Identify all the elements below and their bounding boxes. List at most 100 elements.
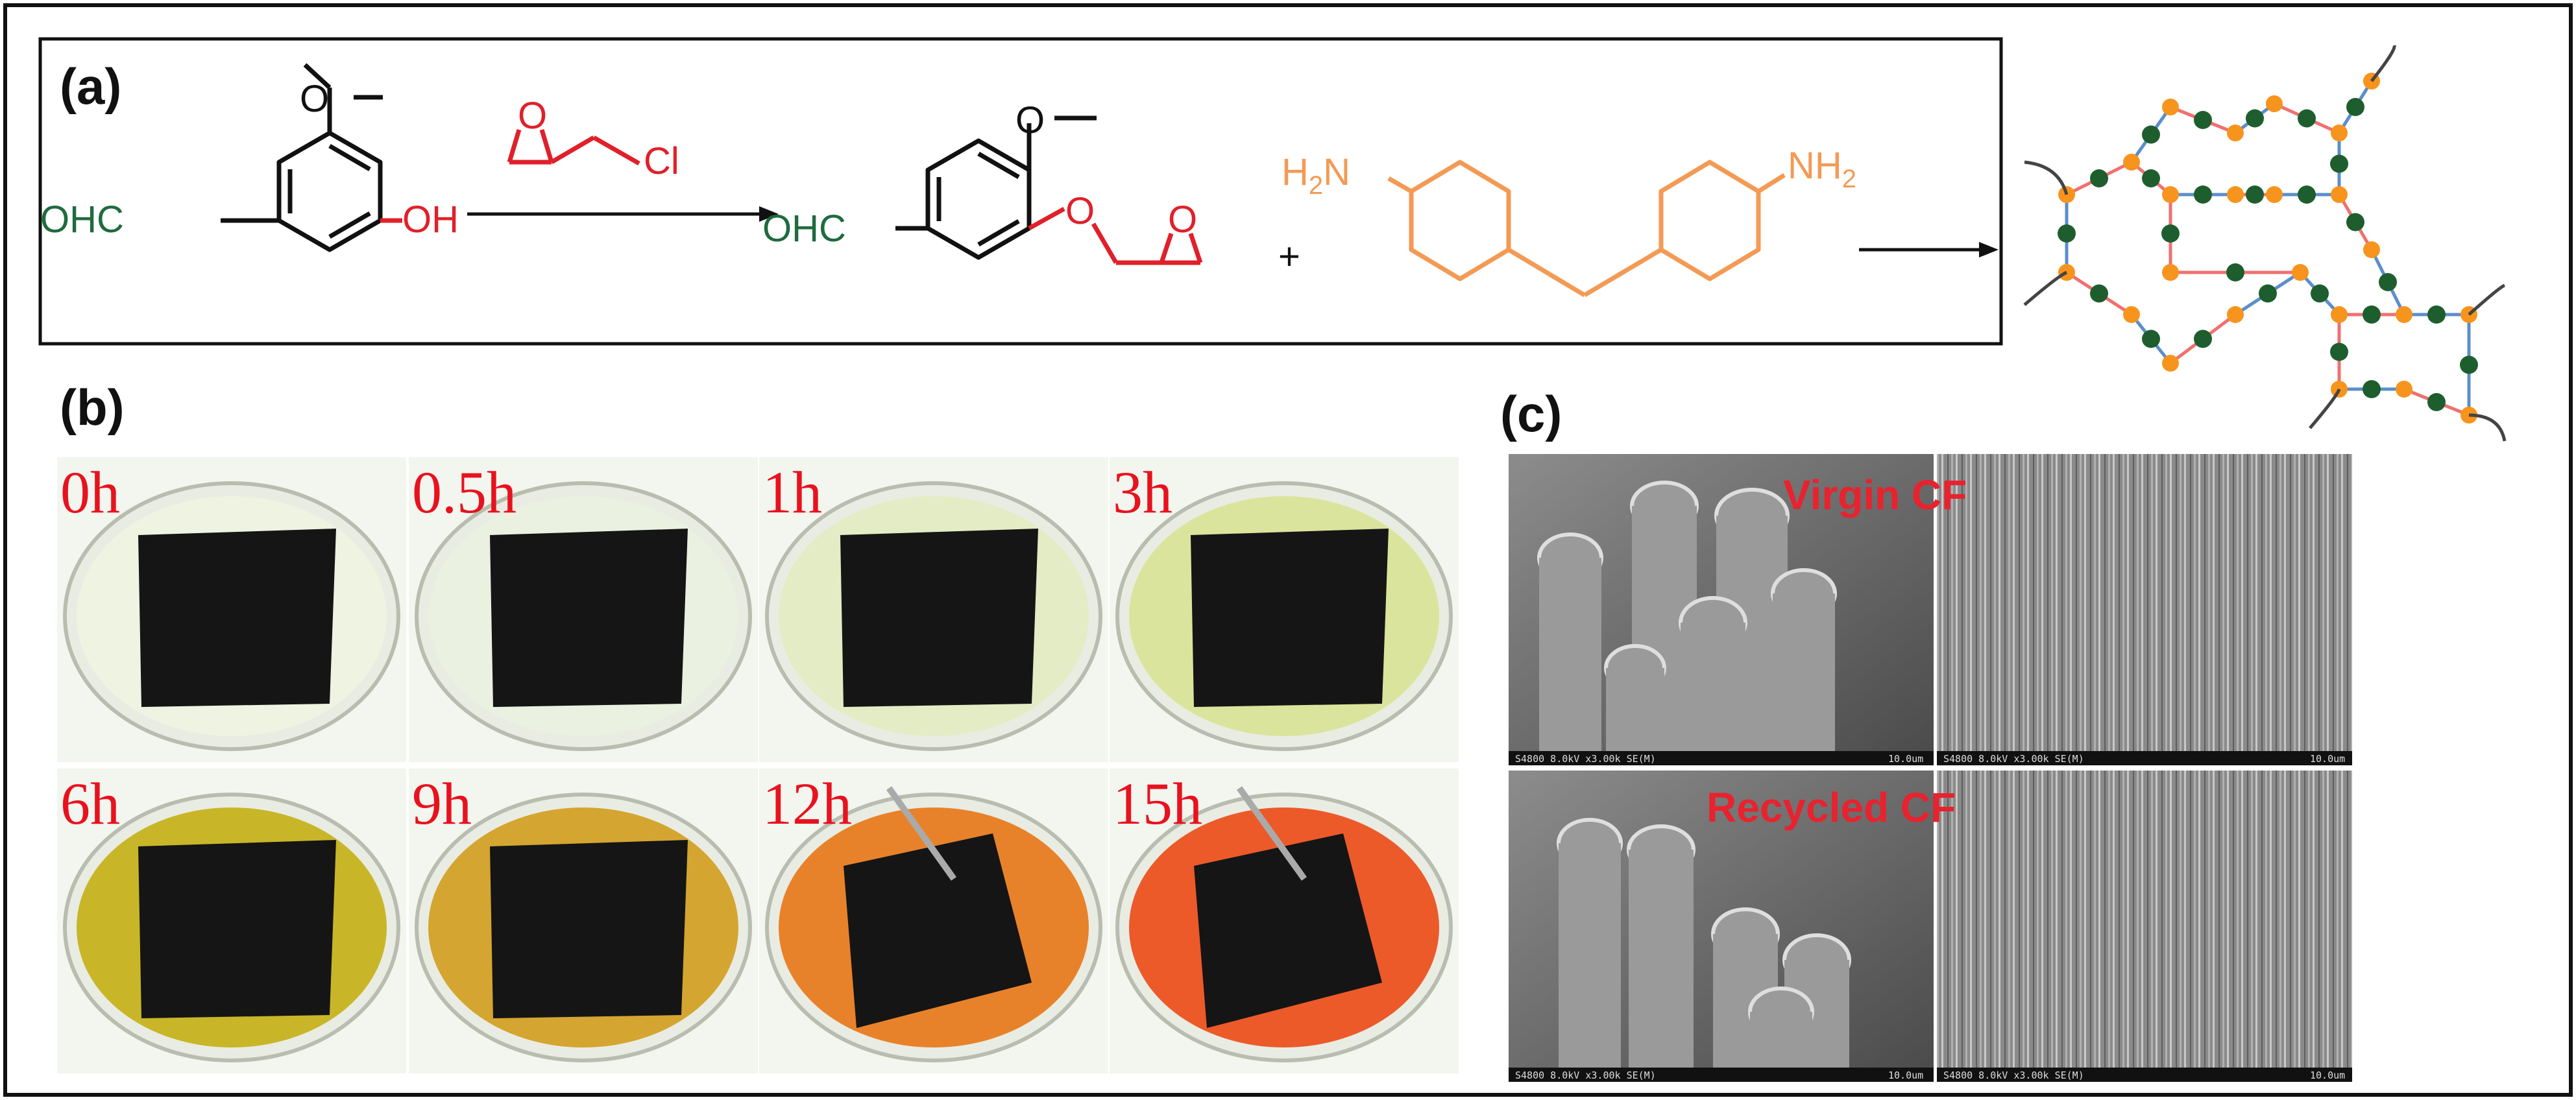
network-orange-node	[2331, 186, 2348, 203]
network-green-node	[2298, 109, 2316, 128]
tweezers	[886, 786, 957, 881]
vanillin-hydroxyl: OH	[402, 198, 459, 241]
network-green-node	[2330, 342, 2348, 361]
network-green-node	[2246, 185, 2264, 204]
sem-virgin-label: Virgin CF	[1783, 472, 1967, 518]
diamine-amine-right: NH2	[1788, 145, 1856, 193]
network-chain-end	[2024, 160, 2069, 195]
network-orange-node	[2162, 355, 2179, 372]
network-orange-node	[2266, 186, 2283, 203]
network-orange-node	[2292, 264, 2309, 281]
time-label: 3h	[1113, 459, 1173, 525]
network-green-node	[2379, 273, 2397, 291]
sem-scale-value-4: 10.0um	[2310, 1070, 2345, 1081]
epichlorohydrin-structure	[507, 128, 640, 166]
network-green-node	[2259, 284, 2277, 303]
network-orange-node	[2396, 381, 2412, 398]
network-chain-end	[2309, 389, 2341, 429]
sem-scale-value-3: 10.0um	[1888, 1070, 1923, 1081]
network-orange-node	[2123, 306, 2140, 323]
sem-scale-value-1: 10.0um	[1888, 753, 1923, 765]
network-green-node	[2058, 224, 2076, 243]
sem-scale-text-2: S4800 8.0kV x3.00k SE(M)	[1943, 753, 2084, 765]
time-label: 1h	[762, 459, 822, 525]
sem-scale-text-1: S4800 8.0kV x3.00k SE(M)	[1515, 753, 1656, 765]
svg-text:O: O	[1015, 99, 1045, 141]
carbon-fiber-sheet	[844, 833, 1032, 1028]
network-green-node	[2090, 284, 2108, 303]
network-chain-end	[2023, 270, 2068, 306]
network-orange-node	[2331, 306, 2348, 323]
network-chain-end	[2370, 45, 2396, 82]
network-orange-node	[2363, 241, 2380, 258]
network-green-node	[2194, 329, 2212, 348]
svg-text:O: O	[518, 95, 547, 137]
sem-recycled-label: Recycled CF	[1707, 784, 1956, 831]
degradation-photo-grid	[57, 457, 1459, 1073]
carbon-fiber-sheet	[1194, 833, 1382, 1028]
network-green-node	[2346, 213, 2364, 232]
network-orange-node	[2227, 186, 2244, 203]
network-green-node	[2194, 185, 2212, 204]
time-label: 0.5h	[412, 459, 516, 525]
plus-sign: +	[1278, 235, 1300, 278]
network-orange-node	[2162, 99, 2179, 115]
network-green-node	[2330, 154, 2348, 173]
carbon-fiber-sheet	[490, 529, 688, 707]
time-label: 15h	[1113, 771, 1202, 837]
sem-scale-text-3: S4800 8.0kV x3.00k SE(M)	[1515, 1070, 1656, 1081]
network-green-node	[2363, 305, 2381, 324]
network-green-node	[2090, 169, 2108, 187]
network-green-node	[2298, 185, 2316, 204]
panel-label-b: (b)	[60, 379, 125, 436]
carbon-fiber-sheet	[138, 840, 336, 1018]
carbon-fiber-sheet	[840, 529, 1038, 707]
time-label: 0h	[60, 459, 120, 525]
network-green-node	[2142, 169, 2160, 187]
network-chain-end	[2468, 413, 2507, 442]
diamine-structure	[1387, 160, 1786, 298]
time-label: 12h	[762, 771, 852, 837]
network-green-node	[2142, 329, 2160, 348]
network-green-node	[2246, 109, 2264, 128]
panel-label-c: (c)	[1500, 385, 1562, 442]
network-green-node	[2460, 355, 2478, 374]
panel-label-a: (a)	[60, 58, 121, 115]
network-orange-node	[2227, 306, 2244, 323]
epichlorohydrin-chloro: Cl	[644, 140, 679, 182]
diamine-amine-left: H2N	[1282, 151, 1350, 200]
svg-text:O: O	[300, 78, 329, 120]
network-green-node	[2226, 263, 2244, 281]
product-aldehyde: OHC	[762, 208, 846, 250]
network-green-node	[2142, 125, 2160, 144]
network-green-node	[2161, 224, 2180, 243]
network-orange-node	[2123, 154, 2140, 171]
network-orange-node	[2331, 125, 2348, 141]
carbon-fiber-sheet	[1191, 529, 1389, 707]
product-structure	[895, 138, 1032, 260]
outer-frame	[3, 3, 2573, 1097]
tweezers	[1236, 786, 1307, 881]
polymer-network	[2023, 45, 2507, 442]
svg-text:O: O	[1168, 198, 1197, 241]
time-label: 9h	[412, 771, 472, 837]
network-green-node	[2427, 393, 2446, 411]
network-orange-node	[2162, 186, 2179, 203]
svg-text:O: O	[1065, 190, 1095, 232]
sem-scale-value-2: 10.0um	[2310, 753, 2345, 765]
network-orange-node	[2162, 264, 2179, 281]
network-green-node	[2346, 98, 2364, 116]
sem-scale-text-4: S4800 8.0kV x3.00k SE(M)	[1943, 1070, 2084, 1081]
panel-a-box	[38, 37, 2003, 346]
carbon-fiber-sheet	[490, 840, 688, 1018]
network-green-node	[2311, 284, 2329, 303]
network-orange-node	[2227, 125, 2244, 141]
network-green-node	[2194, 111, 2212, 129]
sem-panel: S4800 8.0kV x3.00k SE(M) S4800 8.0kV x3.…	[1509, 454, 2352, 1082]
network-orange-node	[2396, 306, 2412, 323]
network-chain-end	[2468, 283, 2506, 316]
network-green-node	[2363, 380, 2381, 398]
network-green-node	[2427, 305, 2446, 324]
